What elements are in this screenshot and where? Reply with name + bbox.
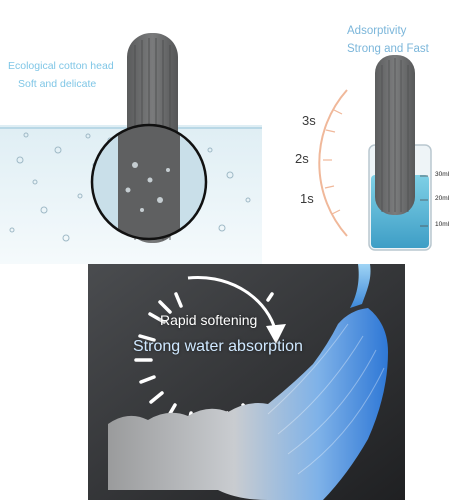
rapid-softening-panel: Rapid softening Strong water absorption [88, 264, 405, 500]
title-line-1: Adsorptivity [347, 25, 407, 37]
caption-line-2: Soft and delicate [18, 78, 97, 90]
time-tick-3s: 3s [302, 113, 316, 128]
cotton-head-water-panel: Ecological cotton head Soft and delicate [0, 0, 262, 264]
absorption-dial-panel: Adsorptivity Strong and Fast 3s 2s 1s 30… [292, 0, 455, 264]
cotton-cross-section-illustration [88, 264, 405, 500]
time-tick-2s: 2s [295, 151, 309, 166]
beaker-mark-30ml: 30ml [435, 171, 450, 178]
caption-line-1: Ecological cotton head [8, 60, 114, 72]
title-line-2: Strong and Fast [347, 43, 429, 55]
time-tick-1s: 1s [300, 191, 314, 206]
rapid-softening-text: Rapid softening [160, 312, 258, 328]
beaker-mark-10ml: 10ml [435, 221, 450, 228]
beaker-mark-20ml: 20ml [435, 195, 450, 202]
water-scene-illustration [0, 33, 262, 264]
water-absorption-text: Strong water absorption [133, 338, 303, 355]
beaker-illustration [318, 55, 432, 251]
